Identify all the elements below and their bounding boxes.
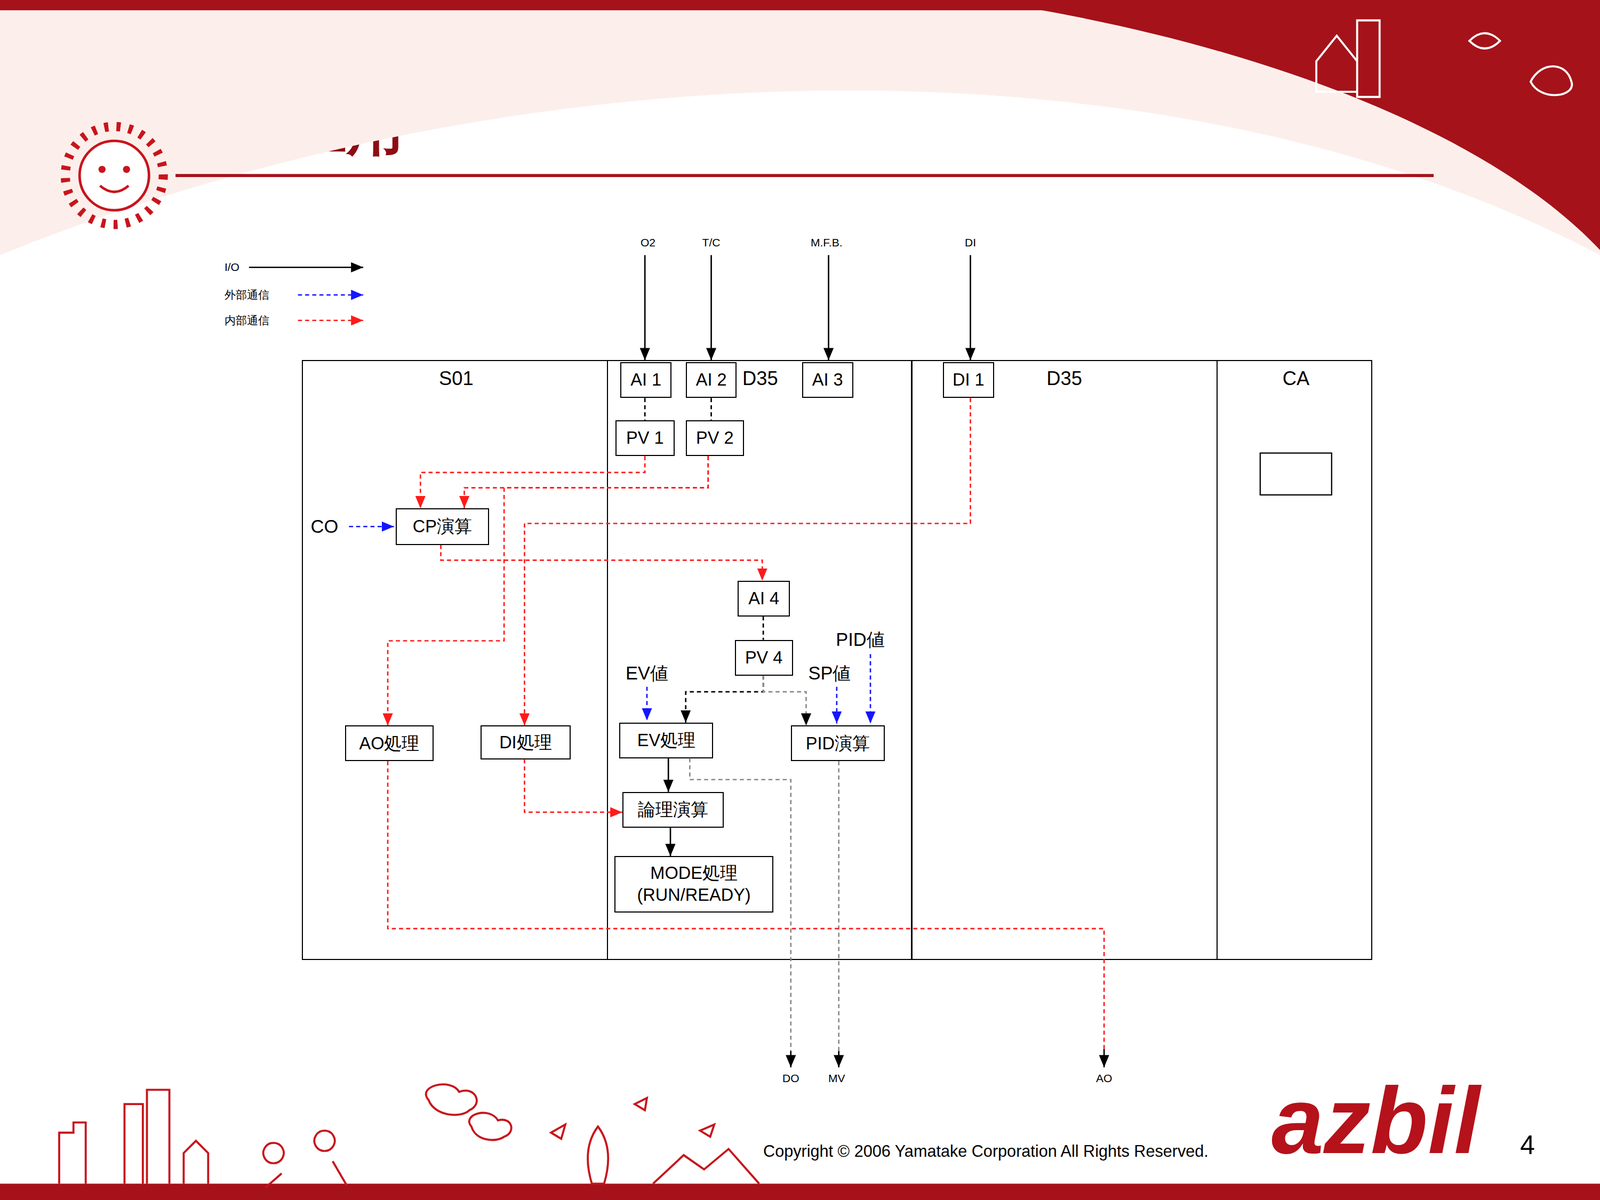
signal-name: EV値 (625, 661, 669, 686)
function-block: 論理演算 (622, 792, 724, 828)
header-band (0, 0, 1600, 255)
function-block: AO処理 (345, 725, 434, 762)
signal-connector (669, 827, 672, 857)
signal-connector (387, 456, 709, 726)
legend-text: 内部通信 (224, 313, 270, 328)
footer-doodle (263, 1098, 715, 1188)
title-rule (175, 173, 1434, 178)
output-wire (789, 1051, 792, 1068)
io-wire (710, 254, 712, 360)
io-wire (969, 254, 972, 360)
slide-title: 渗碳应用 (175, 90, 404, 168)
sun-smile (100, 185, 130, 192)
panel-heading: CA (1282, 367, 1310, 390)
function-block: DI 1 (942, 362, 995, 398)
function-block: AI 4 (737, 580, 790, 617)
legend-text: 外部通信 (224, 287, 270, 303)
signal-connector (685, 675, 764, 723)
panel-heading: D35 (742, 367, 779, 390)
block-label: AO処理 (358, 732, 420, 755)
function-block: AI 1 (620, 362, 672, 398)
legend-text: I/O (224, 260, 240, 274)
signal-name: M.F.B. (810, 236, 843, 250)
block-label: DI 1 (952, 369, 985, 391)
page-number: 4 (1520, 1129, 1535, 1161)
signal-name: PID値 (835, 627, 885, 653)
footer-doodle (59, 1084, 760, 1184)
panel-heading: S01 (438, 367, 474, 390)
signal-connector (762, 616, 765, 640)
block-label: EV処理 (637, 729, 696, 752)
block-label: 論理演算 (637, 798, 709, 821)
signal-name: SP値 (808, 661, 852, 686)
signal-name: DO (782, 1072, 800, 1085)
header-strip (0, 0, 1600, 11)
function-block: AI 2 (685, 362, 738, 398)
block-label: DI処理 (499, 731, 552, 754)
controller-panel: D35 AI 1 AI 2 AI 3 PV 1 PV 2 AI 4 PV 4 EV処理 PID演算… (606, 360, 912, 960)
comm-wire (646, 686, 648, 721)
signal-connector (441, 545, 763, 581)
block-label: AI 4 (748, 587, 780, 610)
panel-heading: D35 (1046, 367, 1083, 390)
function-block: CP演算 (395, 508, 489, 546)
block-label: AI 1 (630, 369, 662, 391)
signal-connector (667, 758, 670, 792)
comm-wire (348, 525, 394, 528)
footer-band (0, 1183, 1600, 1200)
output-wire (837, 761, 840, 1051)
output-wire (1103, 1049, 1106, 1068)
controller-panel: S01CP演算 AO処理 DI処理 (301, 360, 608, 960)
signal-connector (524, 397, 971, 726)
controller-panel: CA (1216, 360, 1373, 960)
block-label: AI 3 (812, 369, 844, 391)
signal-name: AO (1096, 1072, 1112, 1085)
copyright-note: Copyright © 2006 Yamatake Corporation Al… (763, 1141, 1209, 1161)
output-wire (837, 1051, 840, 1068)
signal-name: DI (964, 236, 976, 250)
signal-name: MV (828, 1072, 846, 1085)
signal-connector (644, 397, 646, 421)
comm-wire (869, 653, 872, 724)
io-wire (827, 254, 830, 360)
sun-face (79, 140, 149, 211)
signal-connector (420, 456, 645, 509)
signal-connector (710, 397, 712, 421)
signal-name: CO (310, 516, 339, 538)
signal-name: T/C (702, 236, 721, 250)
block-label: MODE処理 (RUN/READY) (615, 862, 773, 906)
sun-eye (98, 165, 106, 173)
io-wire (644, 254, 646, 360)
function-block: PV 2 (685, 420, 744, 456)
function-block: PV 1 (615, 420, 675, 456)
header-doodle (1316, 20, 1572, 97)
legend-sample (249, 266, 364, 268)
function-block: AI 3 (802, 362, 854, 398)
function-block: DI処理 (480, 725, 571, 759)
signal-connector (464, 456, 709, 509)
function-block: MODE処理 (RUN/READY) (614, 856, 774, 912)
header-arc (979, 0, 1600, 251)
company-logo: azbil (1271, 1066, 1480, 1175)
output-wire (387, 761, 1104, 1050)
signal-connector (763, 675, 806, 726)
block-label: AI 2 (696, 369, 727, 391)
block-label: PID演算 (805, 732, 870, 755)
function-block: PID演算 (790, 725, 885, 762)
comm-wire (836, 686, 838, 724)
sun-eye (123, 165, 131, 173)
block-label: PV 4 (745, 646, 783, 669)
legend-sample (298, 320, 364, 322)
block-label: PV 2 (696, 427, 734, 450)
controller-panel: D35 DI 1 (911, 360, 1218, 960)
block-label: PV 1 (626, 427, 664, 450)
sun-rays (65, 126, 164, 225)
empty-box (1260, 452, 1332, 495)
function-block: PV 4 (734, 640, 794, 676)
signal-name: O2 (640, 236, 656, 250)
legend-sample (298, 294, 364, 296)
function-block: EV処理 (619, 722, 714, 759)
block-label: CP演算 (412, 515, 472, 538)
